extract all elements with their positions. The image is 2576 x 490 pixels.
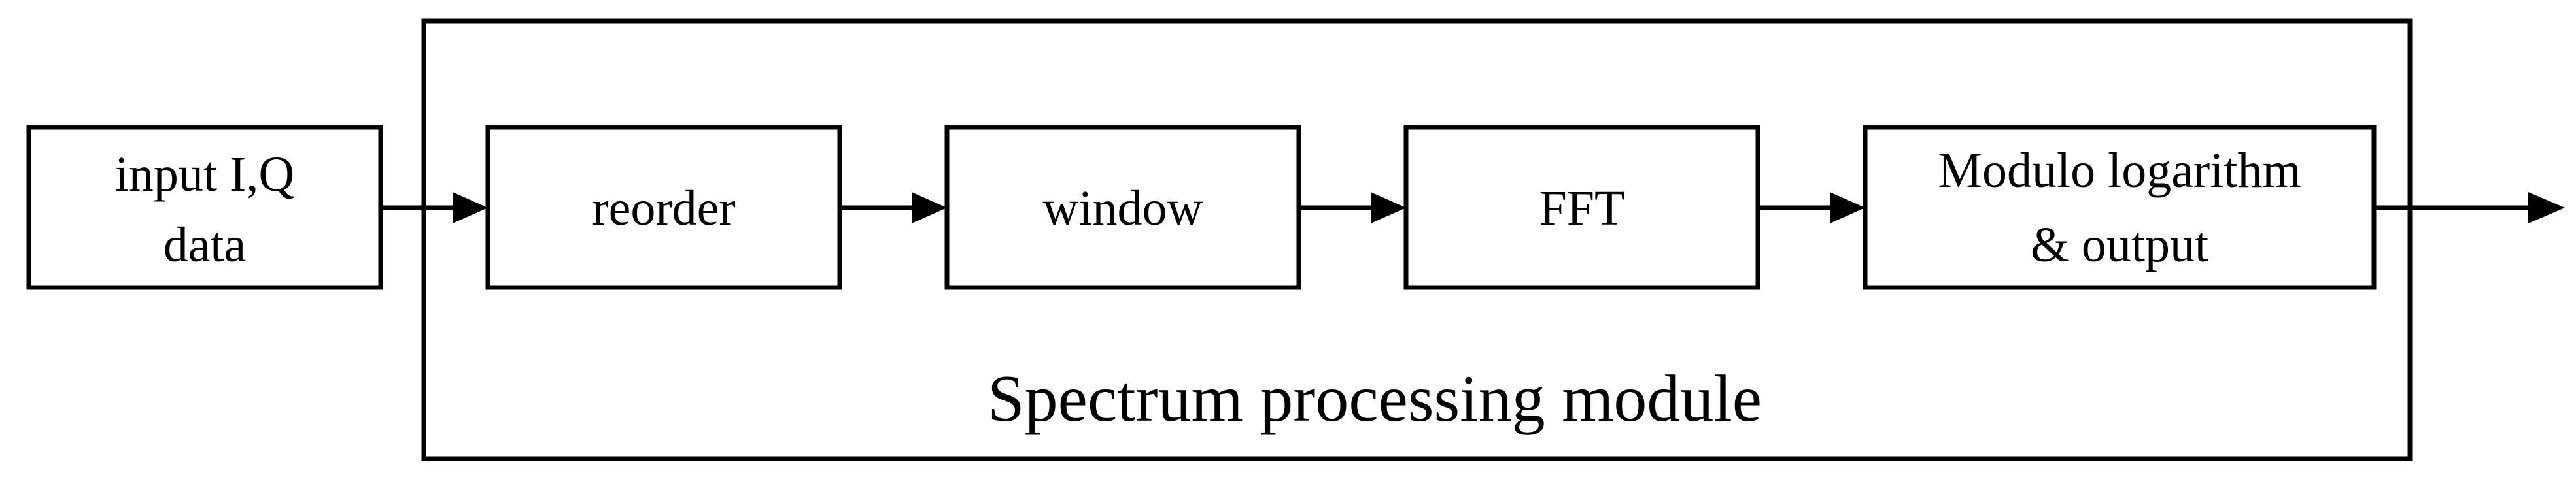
fft-label: FFT bbox=[1539, 181, 1625, 236]
reorder-label: reorder bbox=[592, 181, 735, 236]
input-iq-data-label-line2: data bbox=[163, 218, 247, 272]
modulo-logarithm-label-line2: & output bbox=[2031, 218, 2208, 272]
input-iq-data-label-line1: input I,Q bbox=[115, 147, 294, 202]
window-box bbox=[944, 125, 1301, 290]
arrow-output bbox=[2374, 192, 2565, 223]
modulo-logarithm-output-box bbox=[1863, 125, 2377, 290]
fft-block: FFT bbox=[1403, 125, 1760, 290]
input-iq-data-block: input I,Q data bbox=[26, 125, 383, 290]
reorder-block: reorder bbox=[485, 125, 842, 290]
spectrum-processing-module-label: Spectrum processing module bbox=[987, 362, 1762, 436]
spectrum-processing-module-frame bbox=[421, 18, 2413, 461]
modulo-logarithm-label-line1: Modulo logarithm bbox=[1938, 143, 2301, 198]
modulo-logarithm-output-block: Modulo logarithm & output bbox=[1863, 125, 2377, 290]
input-iq-data-box bbox=[26, 125, 383, 290]
arrow-reorder-to-window bbox=[840, 192, 947, 223]
fft-box bbox=[1403, 125, 1760, 290]
arrow-fft-to-modulo bbox=[1758, 192, 1865, 223]
arrow-input-to-reorder bbox=[381, 192, 488, 223]
window-block: window bbox=[944, 125, 1301, 290]
arrow-window-to-fft bbox=[1299, 192, 1406, 223]
window-label: window bbox=[1043, 181, 1203, 236]
